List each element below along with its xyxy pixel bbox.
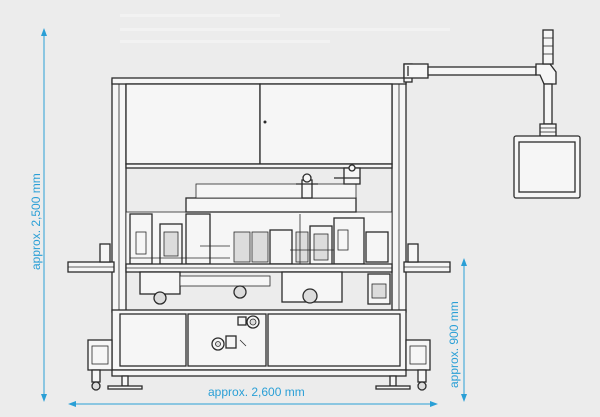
faint-header	[120, 14, 450, 43]
labeling-unit	[125, 164, 393, 305]
hmi-touchscreen	[513, 135, 581, 199]
dim-height-table-label: approx. 900 mm	[447, 301, 461, 388]
conveyor-left	[67, 243, 115, 273]
dim-height-total-label: approx. 2,500 mm	[29, 173, 43, 270]
dim-width-total-label: approx. 2,600 mm	[208, 385, 305, 399]
upper-door-left	[125, 83, 261, 165]
dim-width-total-line	[68, 401, 438, 407]
hmi-arm	[403, 29, 557, 137]
conveyor-right	[403, 243, 451, 273]
base-cabinet	[111, 309, 407, 377]
dim-height-total-line	[41, 28, 47, 402]
upper-door-right	[259, 83, 393, 165]
machine-feet	[91, 369, 427, 391]
side-tables	[87, 339, 431, 371]
dim-height-table-line	[461, 258, 467, 402]
machine-frame	[111, 77, 407, 313]
